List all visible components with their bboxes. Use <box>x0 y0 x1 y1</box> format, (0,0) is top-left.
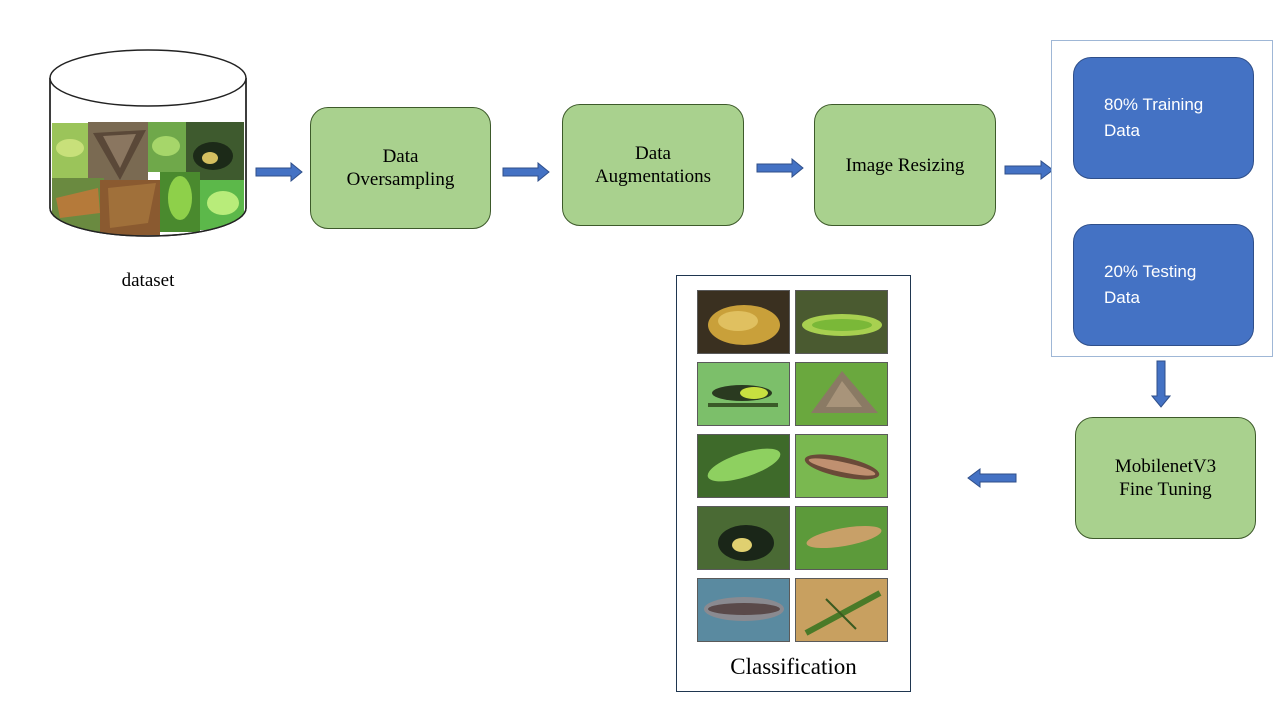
dataset-label: dataset <box>121 270 175 291</box>
insect-image-leafhopper <box>697 434 790 498</box>
arrow-right-icon <box>756 158 804 178</box>
insect-image-leafroller <box>697 290 790 354</box>
insect-image-grasshopper <box>697 362 790 426</box>
classification-panel <box>676 275 911 692</box>
testing-data-box: 20% Testing Data <box>1073 224 1254 346</box>
insect-image-larva <box>795 506 888 570</box>
step-label-line: Data <box>635 143 671 164</box>
insect-image-armyworm <box>697 578 790 642</box>
step-label-line: Fine Tuning <box>1119 479 1212 500</box>
arrow-down-icon <box>1151 360 1171 408</box>
step-label-line: Data <box>382 146 419 167</box>
data-split-container: 80% Training Data 20% Testing Data <box>1051 40 1273 357</box>
insect-image-caterpillar-spiny <box>795 290 888 354</box>
arrow-right-icon <box>255 162 303 182</box>
step-label-line: Image Resizing <box>845 154 965 176</box>
split-label-line: 20% Testing <box>1104 262 1197 281</box>
step-label-line: Oversampling <box>346 169 455 190</box>
split-label-line: 80% Training <box>1104 95 1204 114</box>
split-label-line: Data <box>1104 121 1140 140</box>
step-label-line: Augmentations <box>594 166 712 187</box>
data-oversampling-box: Data Oversampling <box>310 107 491 229</box>
mobilenetv3-finetuning-box: MobilenetV3 Fine Tuning <box>1075 417 1256 539</box>
insect-image-beetle <box>697 506 790 570</box>
arrow-right-icon <box>1004 160 1054 180</box>
data-augmentations-box: Data Augmentations <box>562 104 744 226</box>
insect-image-stick-bug <box>795 578 888 642</box>
classification-label: Classification <box>730 654 857 679</box>
insect-image-moth <box>795 362 888 426</box>
insect-image-hairy-caterpillar <box>795 434 888 498</box>
arrow-left-icon <box>967 468 1017 488</box>
training-data-box: 80% Training Data <box>1073 57 1254 179</box>
arrow-right-icon <box>502 162 550 182</box>
dataset-cylinder-icon <box>49 49 247 237</box>
step-label-line: MobilenetV3 <box>1114 456 1217 477</box>
split-label-line: Data <box>1104 288 1140 307</box>
image-resizing-box: Image Resizing <box>814 104 996 226</box>
